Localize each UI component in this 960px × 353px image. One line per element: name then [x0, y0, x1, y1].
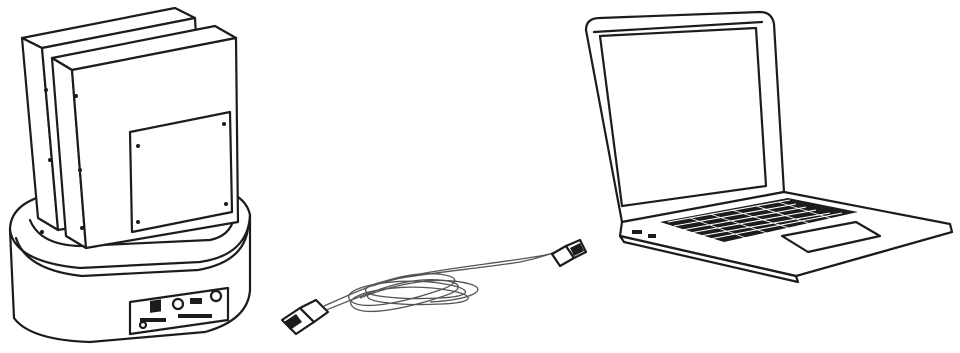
usb-cable [282, 240, 586, 334]
hard-drive-front [52, 26, 238, 248]
laptop [586, 12, 952, 282]
hdd-docking-station [10, 8, 250, 342]
